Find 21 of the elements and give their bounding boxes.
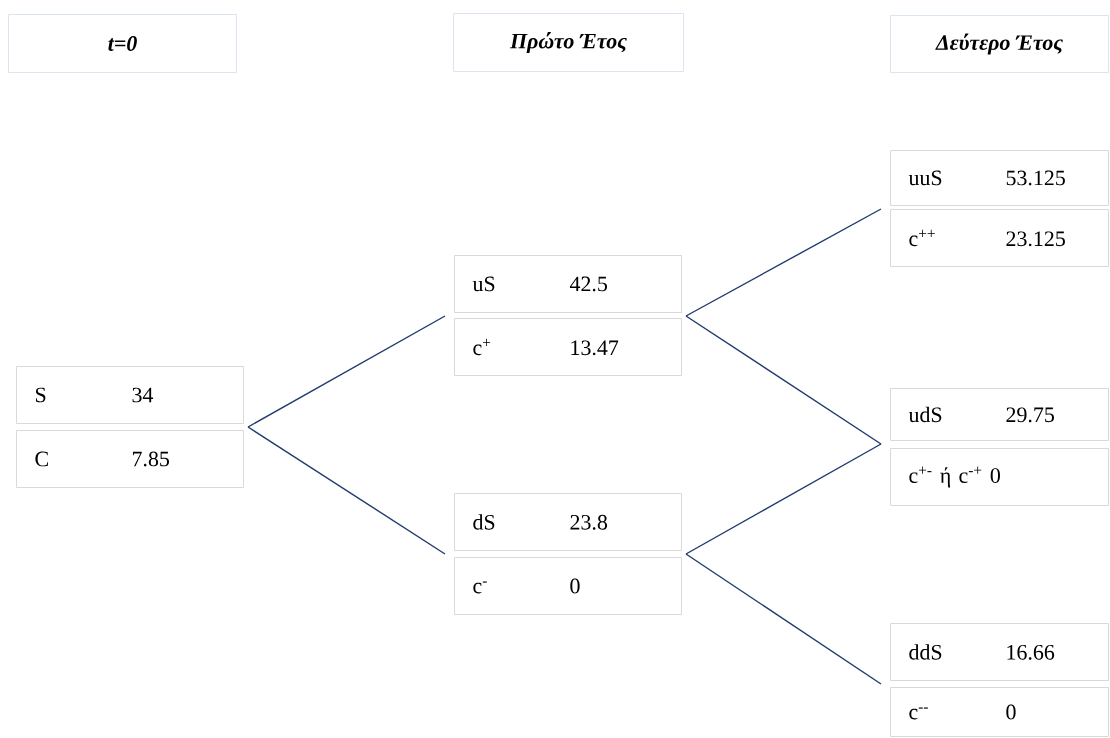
value-cell: udS 29.75 <box>890 388 1109 441</box>
connector-line <box>685 443 882 555</box>
value-cell: c$^{--}$ 0 <box>890 687 1109 737</box>
connector-line <box>685 208 882 317</box>
value-cell: S 34 <box>16 366 244 424</box>
connector-line <box>685 553 882 685</box>
connector-line <box>247 315 446 428</box>
connector-line <box>685 315 882 445</box>
header-box: t=0 <box>8 14 237 73</box>
value-cell: ddS 16.66 <box>890 623 1109 681</box>
value-cell: dS 23.8 <box>454 493 682 551</box>
connector-line <box>247 426 446 555</box>
header-box: Πρώτο Έτος <box>453 13 684 72</box>
value-cell: uuS 53.125 <box>890 150 1109 206</box>
value-cell: c$^{+}$ 13.47 <box>454 318 682 376</box>
header-box: Δεύτερο Έτος <box>890 15 1109 73</box>
value-cell: c$^{++}$ 23.125 <box>890 209 1109 267</box>
value-cell: c$^{+-}$ ή c$^{-+}$ 0 <box>890 448 1109 506</box>
value-cell: C 7.85 <box>16 430 244 488</box>
value-cell: uS 42.5 <box>454 255 682 313</box>
value-cell: c$^{-}$ 0 <box>454 557 682 615</box>
